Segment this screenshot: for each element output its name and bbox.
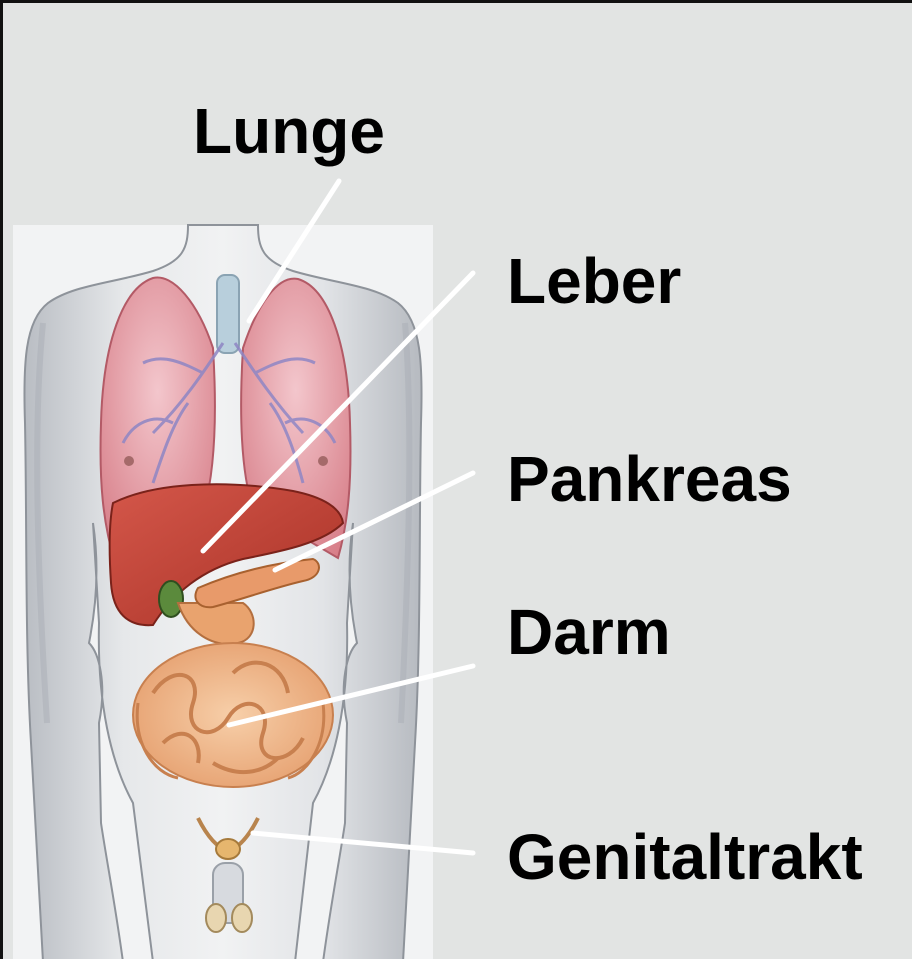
label-leber: Leber xyxy=(507,249,681,313)
nipple-right xyxy=(318,456,328,466)
label-lunge: Lunge xyxy=(193,99,385,163)
label-genitaltrakt: Genitaltrakt xyxy=(507,825,863,889)
label-pankreas: Pankreas xyxy=(507,447,792,511)
nipple-left xyxy=(124,456,134,466)
intestines xyxy=(133,643,333,787)
trachea xyxy=(217,275,239,353)
label-darm: Darm xyxy=(507,600,671,664)
gallbladder xyxy=(159,581,183,617)
